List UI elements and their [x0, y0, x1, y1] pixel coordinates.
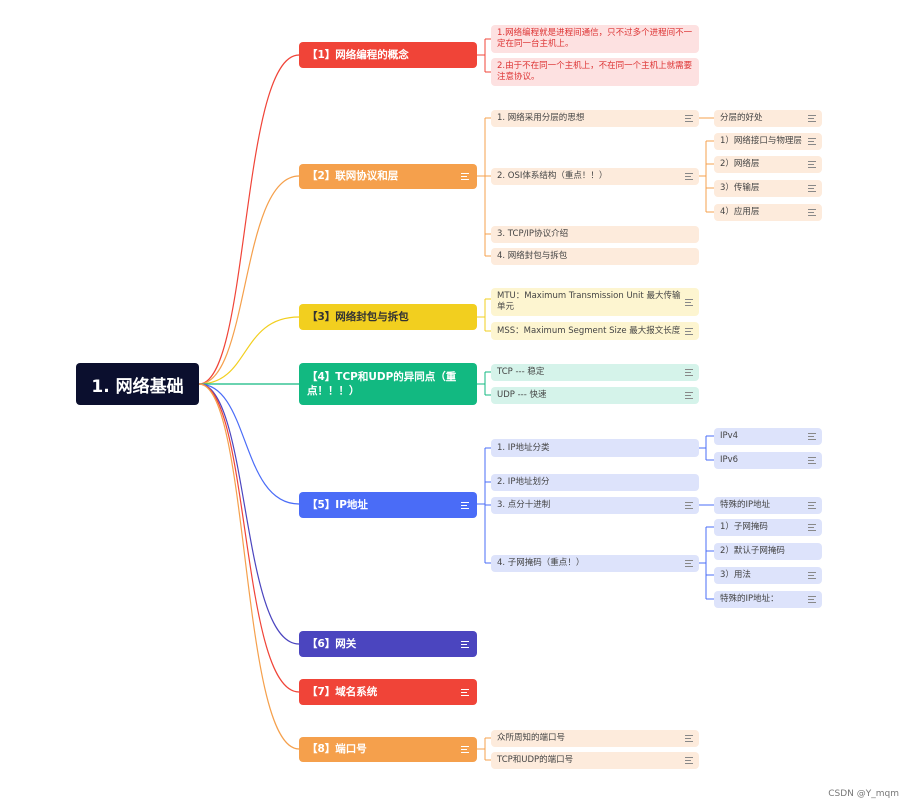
menu-icon[interactable] [685, 369, 693, 376]
link-t8-children [477, 737, 491, 761]
topic-label: 【3】网络封包与拆包 [307, 310, 409, 323]
topic-label: 【7】域名系统 [307, 685, 378, 698]
menu-icon[interactable] [685, 173, 693, 180]
topic-label: 【2】联网协议和层 [307, 170, 399, 183]
topic-label: 【8】端口号 [307, 743, 367, 756]
link-root-t1 [198, 54, 300, 385]
topic-5[interactable]: 【5】IP地址 [299, 492, 477, 518]
node-t5b[interactable]: 2. IP地址划分 [491, 474, 699, 491]
node-t5a1[interactable]: IPv4 [714, 428, 822, 445]
link-root-t2 [198, 175, 300, 385]
menu-icon[interactable] [461, 501, 469, 509]
link-root-t8 [198, 383, 300, 750]
node-t8a[interactable]: 众所周知的端口号 [491, 730, 699, 747]
link-t2b-children [699, 140, 714, 213]
node-t2b4[interactable]: 4）应用层 [714, 204, 822, 221]
menu-icon[interactable] [685, 392, 693, 399]
topic-label: 【4】TCP和UDP的异同点（重点！！！） [307, 370, 457, 397]
node-t5a2[interactable]: IPv6 [714, 452, 822, 469]
menu-icon[interactable] [808, 502, 816, 509]
node-t5d[interactable]: 4. 子网掩码（重点！） [491, 555, 699, 572]
node-t5c1[interactable]: 特殊的IP地址 [714, 497, 822, 514]
menu-icon[interactable] [685, 115, 693, 122]
menu-icon[interactable] [685, 735, 693, 742]
menu-icon[interactable] [808, 161, 816, 168]
topic-label: 【5】IP地址 [307, 498, 368, 511]
node-t2b[interactable]: 2. OSI体系结构（重点！！） [491, 168, 699, 185]
topic-2[interactable]: 【2】联网协议和层 [299, 164, 477, 189]
node-t2b2[interactable]: 2）网络层 [714, 156, 822, 173]
menu-icon[interactable] [808, 433, 816, 440]
node-t3a[interactable]: MTU：Maximum Transmission Unit 最大传输单元 [491, 288, 699, 316]
node-t2d[interactable]: 4. 网络封包与拆包 [491, 248, 699, 265]
root-node[interactable]: 1. 网络基础 [76, 363, 199, 405]
menu-icon[interactable] [808, 457, 816, 464]
node-t2b1[interactable]: 1）网络接口与物理层 [714, 133, 822, 150]
link-t5-children [477, 447, 491, 564]
topic-1[interactable]: 【1】网络编程的概念 [299, 42, 477, 68]
topic-label: 【6】网关 [307, 637, 357, 650]
root-label: 1. 网络基础 [91, 376, 184, 397]
link-t3-children [477, 298, 491, 332]
node-t5d4[interactable]: 特殊的IP地址： [714, 591, 822, 608]
menu-icon[interactable] [808, 138, 816, 145]
node-t1a[interactable]: 1.网络编程就是进程间通信，只不过多个进程间不一定在同一台主机上。 [491, 25, 699, 53]
link-t1-children [477, 38, 491, 73]
menu-icon[interactable] [461, 173, 469, 180]
node-t5c[interactable]: 3. 点分十进制 [491, 497, 699, 514]
menu-icon[interactable] [685, 502, 693, 509]
topic-6[interactable]: 【6】网关 [299, 631, 477, 657]
node-t5a[interactable]: 1. IP地址分类 [491, 439, 699, 457]
node-t4a[interactable]: TCP --- 稳定 [491, 364, 699, 381]
node-t4b[interactable]: UDP --- 快速 [491, 387, 699, 404]
menu-icon[interactable] [808, 524, 816, 531]
menu-icon[interactable] [808, 115, 816, 122]
menu-icon[interactable] [461, 640, 469, 648]
topic-3[interactable]: 【3】网络封包与拆包 [299, 304, 477, 330]
menu-icon[interactable] [461, 688, 469, 696]
link-root-t3 [198, 316, 300, 385]
menu-icon[interactable] [685, 757, 693, 764]
node-t5d1[interactable]: 1）子网掩码 [714, 519, 822, 536]
topic-4[interactable]: 【4】TCP和UDP的异同点（重点！！！） [299, 363, 477, 405]
link-t2-children [477, 117, 491, 257]
menu-icon[interactable] [808, 185, 816, 192]
node-t2b3[interactable]: 3）传输层 [714, 180, 822, 197]
link-root-t6 [198, 383, 300, 645]
node-t3b[interactable]: MSS：Maximum Segment Size 最大报文长度 [491, 322, 699, 340]
node-t2a1[interactable]: 分层的好处 [714, 110, 822, 127]
link-t5d-children [699, 526, 714, 600]
link-t5a-children [699, 435, 714, 461]
menu-icon[interactable] [685, 327, 693, 335]
menu-icon[interactable] [808, 596, 816, 603]
link-root-t5 [198, 383, 300, 505]
menu-icon[interactable] [685, 298, 693, 306]
link-root-t7 [198, 383, 300, 693]
node-t2a[interactable]: 1. 网络采用分层的思想 [491, 110, 699, 127]
menu-icon[interactable] [461, 746, 469, 753]
node-t5d2[interactable]: 2）默认子网掩码 [714, 543, 822, 560]
link-t4-children [477, 371, 491, 396]
watermark: CSDN @Y_mqm [828, 789, 899, 799]
node-t1b[interactable]: 2.由于不在同一个主机上，不在同一个主机上就需要注意协议。 [491, 58, 699, 86]
topic-label: 【1】网络编程的概念 [307, 48, 409, 61]
topic-7[interactable]: 【7】域名系统 [299, 679, 477, 705]
node-t8b[interactable]: TCP和UDP的端口号 [491, 752, 699, 769]
menu-icon[interactable] [808, 572, 816, 579]
node-t5d3[interactable]: 3）用法 [714, 567, 822, 584]
node-t2c[interactable]: 3. TCP/IP协议介绍 [491, 226, 699, 243]
topic-8[interactable]: 【8】端口号 [299, 737, 477, 762]
menu-icon[interactable] [685, 560, 693, 567]
menu-icon[interactable] [808, 209, 816, 216]
